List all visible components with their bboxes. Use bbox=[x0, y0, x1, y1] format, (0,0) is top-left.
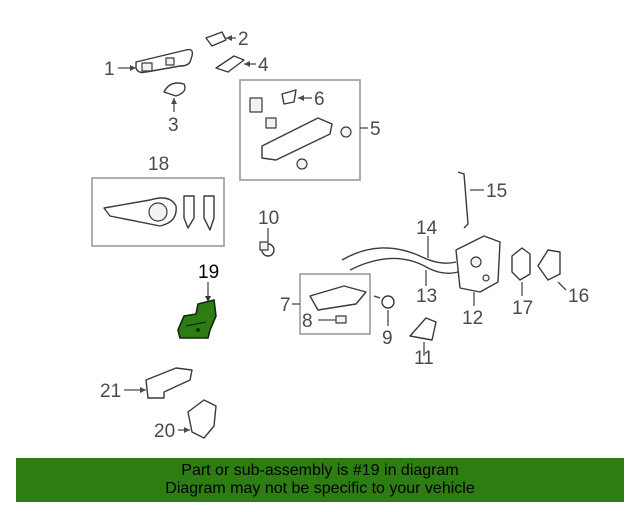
callout-21[interactable]: 21 bbox=[100, 381, 121, 402]
part-11-handle-inner[interactable] bbox=[409, 317, 437, 341]
callout-7[interactable]: 7 bbox=[280, 295, 291, 316]
callout-3[interactable]: 3 bbox=[168, 115, 179, 136]
part-21-link[interactable] bbox=[145, 367, 193, 399]
callout-12[interactable]: 12 bbox=[462, 308, 483, 329]
arrow-1 bbox=[130, 65, 136, 71]
callout-4[interactable]: 4 bbox=[258, 55, 269, 76]
arrow-3 bbox=[171, 98, 177, 104]
part-12-latch[interactable] bbox=[455, 235, 501, 293]
callout-2[interactable]: 2 bbox=[238, 29, 249, 50]
banner-line-1: Part or sub-assembly is #19 in diagram bbox=[181, 462, 459, 479]
arrow-2 bbox=[226, 35, 232, 41]
part-2-cap[interactable] bbox=[205, 31, 227, 47]
callout-10[interactable]: 10 bbox=[258, 208, 279, 229]
part-6-clip[interactable] bbox=[281, 89, 297, 105]
part-16-striker[interactable] bbox=[537, 249, 561, 281]
callout-13[interactable]: 13 bbox=[416, 286, 437, 307]
part-17-striker-plate[interactable] bbox=[511, 247, 531, 281]
arrow-6 bbox=[298, 95, 304, 101]
part-10-bolt[interactable] bbox=[259, 241, 275, 257]
callout-9[interactable]: 9 bbox=[382, 328, 393, 349]
callout-15[interactable]: 15 bbox=[486, 181, 507, 202]
callout-18[interactable]: 18 bbox=[148, 154, 169, 175]
callout-5[interactable]: 5 bbox=[370, 119, 381, 140]
part-15-rod[interactable] bbox=[457, 171, 469, 229]
part-20-lever[interactable] bbox=[187, 399, 217, 439]
arrow-19 bbox=[205, 296, 211, 302]
callout-19[interactable]: 19 bbox=[198, 262, 219, 283]
part-13-14-cables[interactable] bbox=[341, 247, 459, 275]
arrow-4 bbox=[244, 61, 250, 67]
arrow-21 bbox=[140, 387, 146, 393]
callout-6[interactable]: 6 bbox=[314, 89, 325, 110]
part-7-lock-cover[interactable] bbox=[309, 285, 367, 311]
part-8-pin[interactable] bbox=[335, 315, 347, 324]
callout-16[interactable]: 16 bbox=[568, 286, 589, 307]
part-18-lock-set[interactable] bbox=[103, 195, 215, 231]
info-banner: Part or sub-assembly is #19 in diagram D… bbox=[16, 458, 624, 502]
part-3-pad[interactable] bbox=[163, 82, 186, 97]
part-9-screw[interactable] bbox=[373, 295, 395, 309]
callout-20[interactable]: 20 bbox=[154, 421, 175, 442]
part-4-cover[interactable] bbox=[215, 55, 245, 73]
callout-14[interactable]: 14 bbox=[416, 218, 438, 239]
callout-11[interactable]: 11 bbox=[414, 348, 434, 369]
callout-8[interactable]: 8 bbox=[302, 311, 313, 332]
leader-16 bbox=[557, 281, 567, 291]
arrow-20 bbox=[184, 427, 190, 433]
part-1-outside-handle[interactable] bbox=[135, 48, 194, 74]
part-5-handle-frame[interactable] bbox=[249, 97, 352, 170]
callout-17[interactable]: 17 bbox=[512, 298, 533, 319]
banner-line-2: Diagram may not be specific to your vehi… bbox=[165, 480, 475, 497]
part-19-bracket[interactable] bbox=[177, 299, 217, 339]
callout-1[interactable]: 1 bbox=[104, 59, 115, 80]
